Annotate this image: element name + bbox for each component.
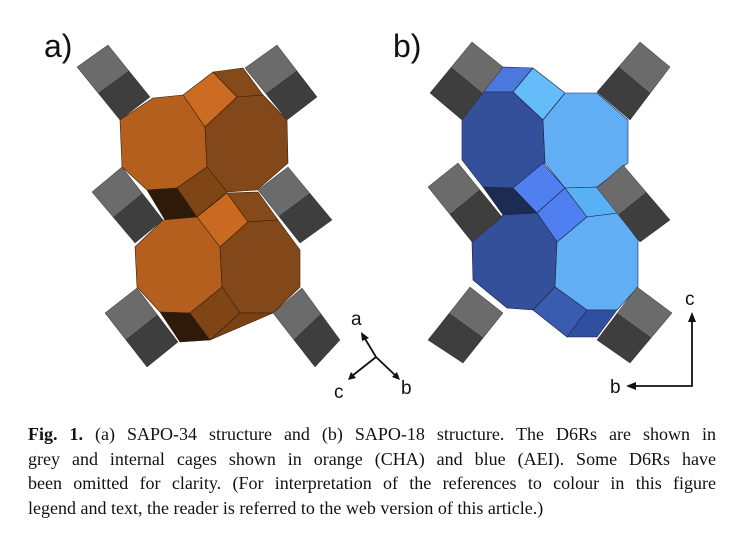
d6r-unit [76,44,151,121]
d6r-unit [257,166,333,244]
d6r-dark-face [596,66,651,121]
d6r-dark-face [113,193,164,244]
axis-lines [634,320,693,387]
figure-graphic: a) b) a [44,28,696,403]
figure-number: Fig. 1. [28,424,83,444]
caption-line-4: legend and text, the reader is referred … [28,497,544,518]
d6r-unit [427,162,503,243]
axis-a-arrow [363,336,377,358]
cha-cage-structure [119,67,301,343]
d6r-dark-face [427,313,484,364]
axis-c-arrowhead [688,312,696,322]
d6r-unit [104,287,179,368]
d6r-unit [272,287,341,368]
axis-b-arrow [375,356,397,377]
aei-top-right-face [542,92,629,189]
d6r-dark-face [265,70,318,121]
d6r-unit [427,286,504,364]
d6r-dark-face [293,313,341,368]
panel-b-label: b) [393,28,421,64]
d6r-unit [429,41,504,121]
caption-line-3: been omitted for clarity. (For interpret… [28,473,716,493]
axis-c-arrowhead [348,372,356,380]
axis-c-arrow [351,356,377,377]
d6r-dark-face [429,67,483,121]
d6r-dark-face [125,314,179,368]
aei-bottom-square-2 [566,309,618,338]
axis-c-label: c [334,382,344,403]
cha-mid-square [176,166,228,218]
panel-a-axes [348,332,400,380]
d6r-dark-face [449,189,503,243]
d6r-unit [596,286,673,364]
panel-a-label: a) [44,28,72,64]
axis-b-arrowhead [626,382,636,390]
d6r-units [76,41,673,368]
caption-line-1: Fig. 1. (a) SAPO-34 structure and (b) SA… [28,422,716,447]
d6r-dark-face [596,313,652,364]
d6r-dark-face [618,192,671,243]
d6r-unit [244,44,318,121]
aei-cage-structure [461,66,639,338]
caption-line-2: grey and internal cages shown in orange … [28,448,716,469]
axis-b-arrowhead [392,372,400,380]
d6r-dark-face [278,193,333,244]
d6r-unit [596,164,671,243]
figure-caption: Fig. 1. (a) SAPO-34 structure and (b) SA… [28,422,716,520]
d6r-dark-face [98,70,151,121]
axis-a-label: a [351,309,362,330]
axis-c-label-b: c [685,289,695,310]
panel-b-axes [626,312,696,390]
caption-text-1: (a) SAPO-34 structure and (b) SAPO-18 st… [95,424,717,444]
axis-b-label: b [401,378,412,399]
d6r-unit [596,41,671,121]
d6r-unit [91,166,164,244]
cha-bottom-strip [209,312,274,341]
axis-b-label-b: b [610,377,621,398]
axis-a-arrowhead [361,332,369,341]
